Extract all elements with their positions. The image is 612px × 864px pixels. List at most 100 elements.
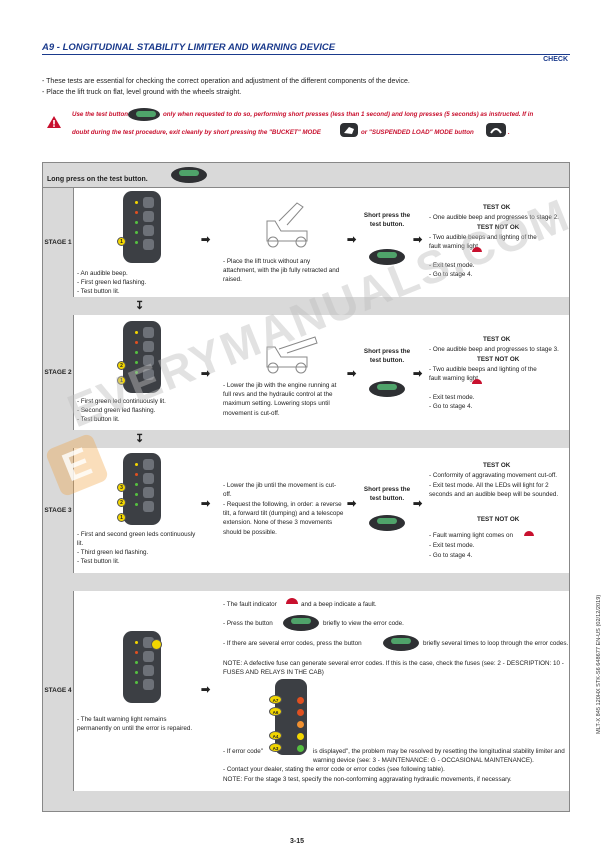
right-arrow-icon: ➡	[201, 368, 211, 380]
stage-2-notok-3: - Go to stage 4.	[429, 403, 473, 410]
stage-3-middle-2: - Request the following, in order: a rev…	[223, 501, 344, 536]
stage-2-notok-title: TEST NOT OK	[477, 356, 520, 363]
stage-3-left-2: - Third green led flashing.	[77, 549, 149, 556]
stage-1-left-2: - First green led flashing.	[77, 279, 147, 286]
stage-1-notok-2: - Exit test mode.	[429, 262, 475, 269]
fault-indicator-marker	[151, 639, 162, 650]
lift-truck-icon	[266, 202, 308, 248]
right-arrow-icon: ➡	[413, 498, 423, 510]
stage-4-r5: - Contact your dealer, stating the error…	[223, 766, 445, 773]
stage-4-r1a: - The fault indicator	[223, 601, 277, 608]
control-panel	[123, 191, 161, 263]
table-header-band	[43, 163, 569, 187]
stage-4-r3a: - If there are several error codes, pres…	[223, 640, 362, 647]
right-arrow-icon: ➡	[201, 498, 211, 510]
stage-3-notok-1: - Fault warning light comes on	[429, 532, 513, 539]
fault-light-icon	[524, 531, 534, 536]
warning-line-2a: doubt during the test procedure, exit cl…	[72, 129, 321, 136]
fault-light-icon	[472, 247, 482, 252]
stage-3-ok-1: - Conformity of aggravating movement cut…	[429, 472, 557, 479]
stage-1-ok-1: - One audible beep and progresses to sta…	[429, 214, 559, 221]
control-panel	[123, 453, 161, 525]
stage-4-r2b: briefly to view the error code.	[323, 620, 404, 627]
document-reference: MLT-X 845 120HX STK-S6 648677 EN-US (02/…	[596, 594, 602, 734]
stage-3-label: STAGE 3	[43, 448, 74, 573]
short-press-label: Short press the test button.	[363, 348, 411, 365]
stage-1-label: STAGE 1	[43, 188, 74, 297]
stage-2-left-1: - First green led continuously lit.	[77, 398, 166, 405]
title-rule	[42, 54, 570, 55]
warning-end-dot: .	[508, 129, 510, 136]
test-button-icon	[369, 515, 405, 531]
right-arrow-icon: ➡	[413, 234, 423, 246]
stage-1-middle: - Place the lift truck without any attac…	[223, 258, 340, 284]
intro-line-2: - Place the lift truck on flat, level gr…	[42, 89, 242, 96]
stage-2-notok-2: - Exit test mode.	[429, 394, 475, 401]
stage-1-notok-title: TEST NOT OK	[477, 224, 520, 231]
stage-2-label: STAGE 2	[43, 315, 74, 430]
procedure-table: Long press on the test button. STAGE 1 S…	[42, 162, 570, 812]
test-button-icon	[383, 635, 419, 651]
led-marker-2: 2	[117, 361, 126, 370]
down-arrow-icon: ↧	[135, 433, 145, 445]
stage-4-note1: NOTE: A defective fuse can generate seve…	[223, 660, 564, 677]
short-press-label: Short press the test button.	[363, 486, 411, 503]
intro-line-1: - These tests are essential for checking…	[42, 78, 410, 85]
warning-line-1b: only when requested to do so, performing…	[163, 111, 534, 118]
warning-line-1a: Use the test button	[72, 111, 129, 118]
error-code-a4: A4	[269, 731, 282, 740]
led-marker-3: 3	[117, 483, 126, 492]
stage-1-left-3: - Test button lit.	[77, 288, 120, 295]
stage-3-notok-3: - Go to stage 4.	[429, 552, 473, 559]
control-panel	[123, 321, 161, 393]
stage-2-middle: - Lower the jib with the engine running …	[223, 382, 337, 417]
stage-1-notok-3: - Go to stage 4.	[429, 271, 473, 278]
stage-3-left-3: - Test button lit.	[77, 558, 120, 565]
fault-light-icon	[472, 379, 482, 384]
test-button-icon	[171, 167, 207, 183]
stage-3-middle-1: - Lower the jib until the movement is cu…	[223, 482, 337, 499]
led-marker-1: 1	[117, 513, 126, 522]
stage-4-r2a: - Press the button	[223, 620, 273, 627]
page-number: 3-15	[290, 838, 305, 845]
bucket-mode-icon	[340, 123, 358, 137]
section-title: A9 - LONGITUDINAL STABILITY LIMITER AND …	[42, 42, 336, 53]
right-arrow-icon: ➡	[201, 234, 211, 246]
stage-2-ok-title: TEST OK	[483, 336, 511, 343]
stage-3-left-1: - First and second green leds continuous…	[77, 531, 196, 548]
short-press-label: Short press the test button.	[363, 212, 411, 229]
test-button-icon	[369, 381, 405, 397]
right-arrow-icon: ➡	[201, 684, 211, 696]
led-marker-1: 1	[117, 237, 126, 246]
table-header-text: Long press on the test button.	[47, 176, 148, 183]
stage-4-left-1: - The fault warning light remains perman…	[77, 716, 193, 733]
test-button-icon	[283, 615, 319, 631]
stage-1-notok-1: - Two audible beeps and lighting of the …	[429, 234, 537, 251]
stage-3-notok-2: - Exit test mode.	[429, 542, 475, 549]
stage-4-r4a: - If error code"	[223, 748, 264, 755]
stage-3-ok-2: - Exit test mode. All the LEDs will ligh…	[429, 482, 559, 499]
stage-4-r1b: and a beep indicate a fault.	[301, 601, 377, 608]
right-arrow-icon: ➡	[347, 234, 357, 246]
error-code-a3: A3	[269, 743, 282, 752]
stage-4-r4b: is displayed", the problem may be resolv…	[313, 748, 565, 765]
down-arrow-icon: ↧	[135, 300, 145, 312]
right-arrow-icon: ➡	[347, 498, 357, 510]
fault-light-icon	[286, 598, 298, 604]
stage-2-left-3: - Test button lit.	[77, 416, 120, 423]
stage-1-ok-title: TEST OK	[483, 204, 511, 211]
led-marker-2: 2	[117, 498, 126, 507]
stage-2-ok-1: - One audible beep and progresses to sta…	[429, 346, 559, 353]
error-code-a7: A7	[269, 695, 282, 704]
stage-3-ok-title: TEST OK	[483, 462, 511, 469]
warning-icon	[47, 116, 61, 128]
check-tag: CHECK	[543, 56, 568, 63]
stage-4-label: STAGE 4	[43, 591, 74, 791]
stage-2-notok-1: - Two audible beeps and lighting of the …	[429, 366, 537, 383]
test-button-icon	[369, 249, 405, 265]
error-code-a6: A6	[269, 707, 282, 716]
error-code-panel	[275, 679, 307, 755]
stage-2-left-2: - Second green led flashing.	[77, 407, 156, 414]
stage-4-note2: NOTE: For the stage 3 test, specify the …	[223, 776, 512, 783]
suspended-load-mode-icon	[486, 123, 506, 137]
